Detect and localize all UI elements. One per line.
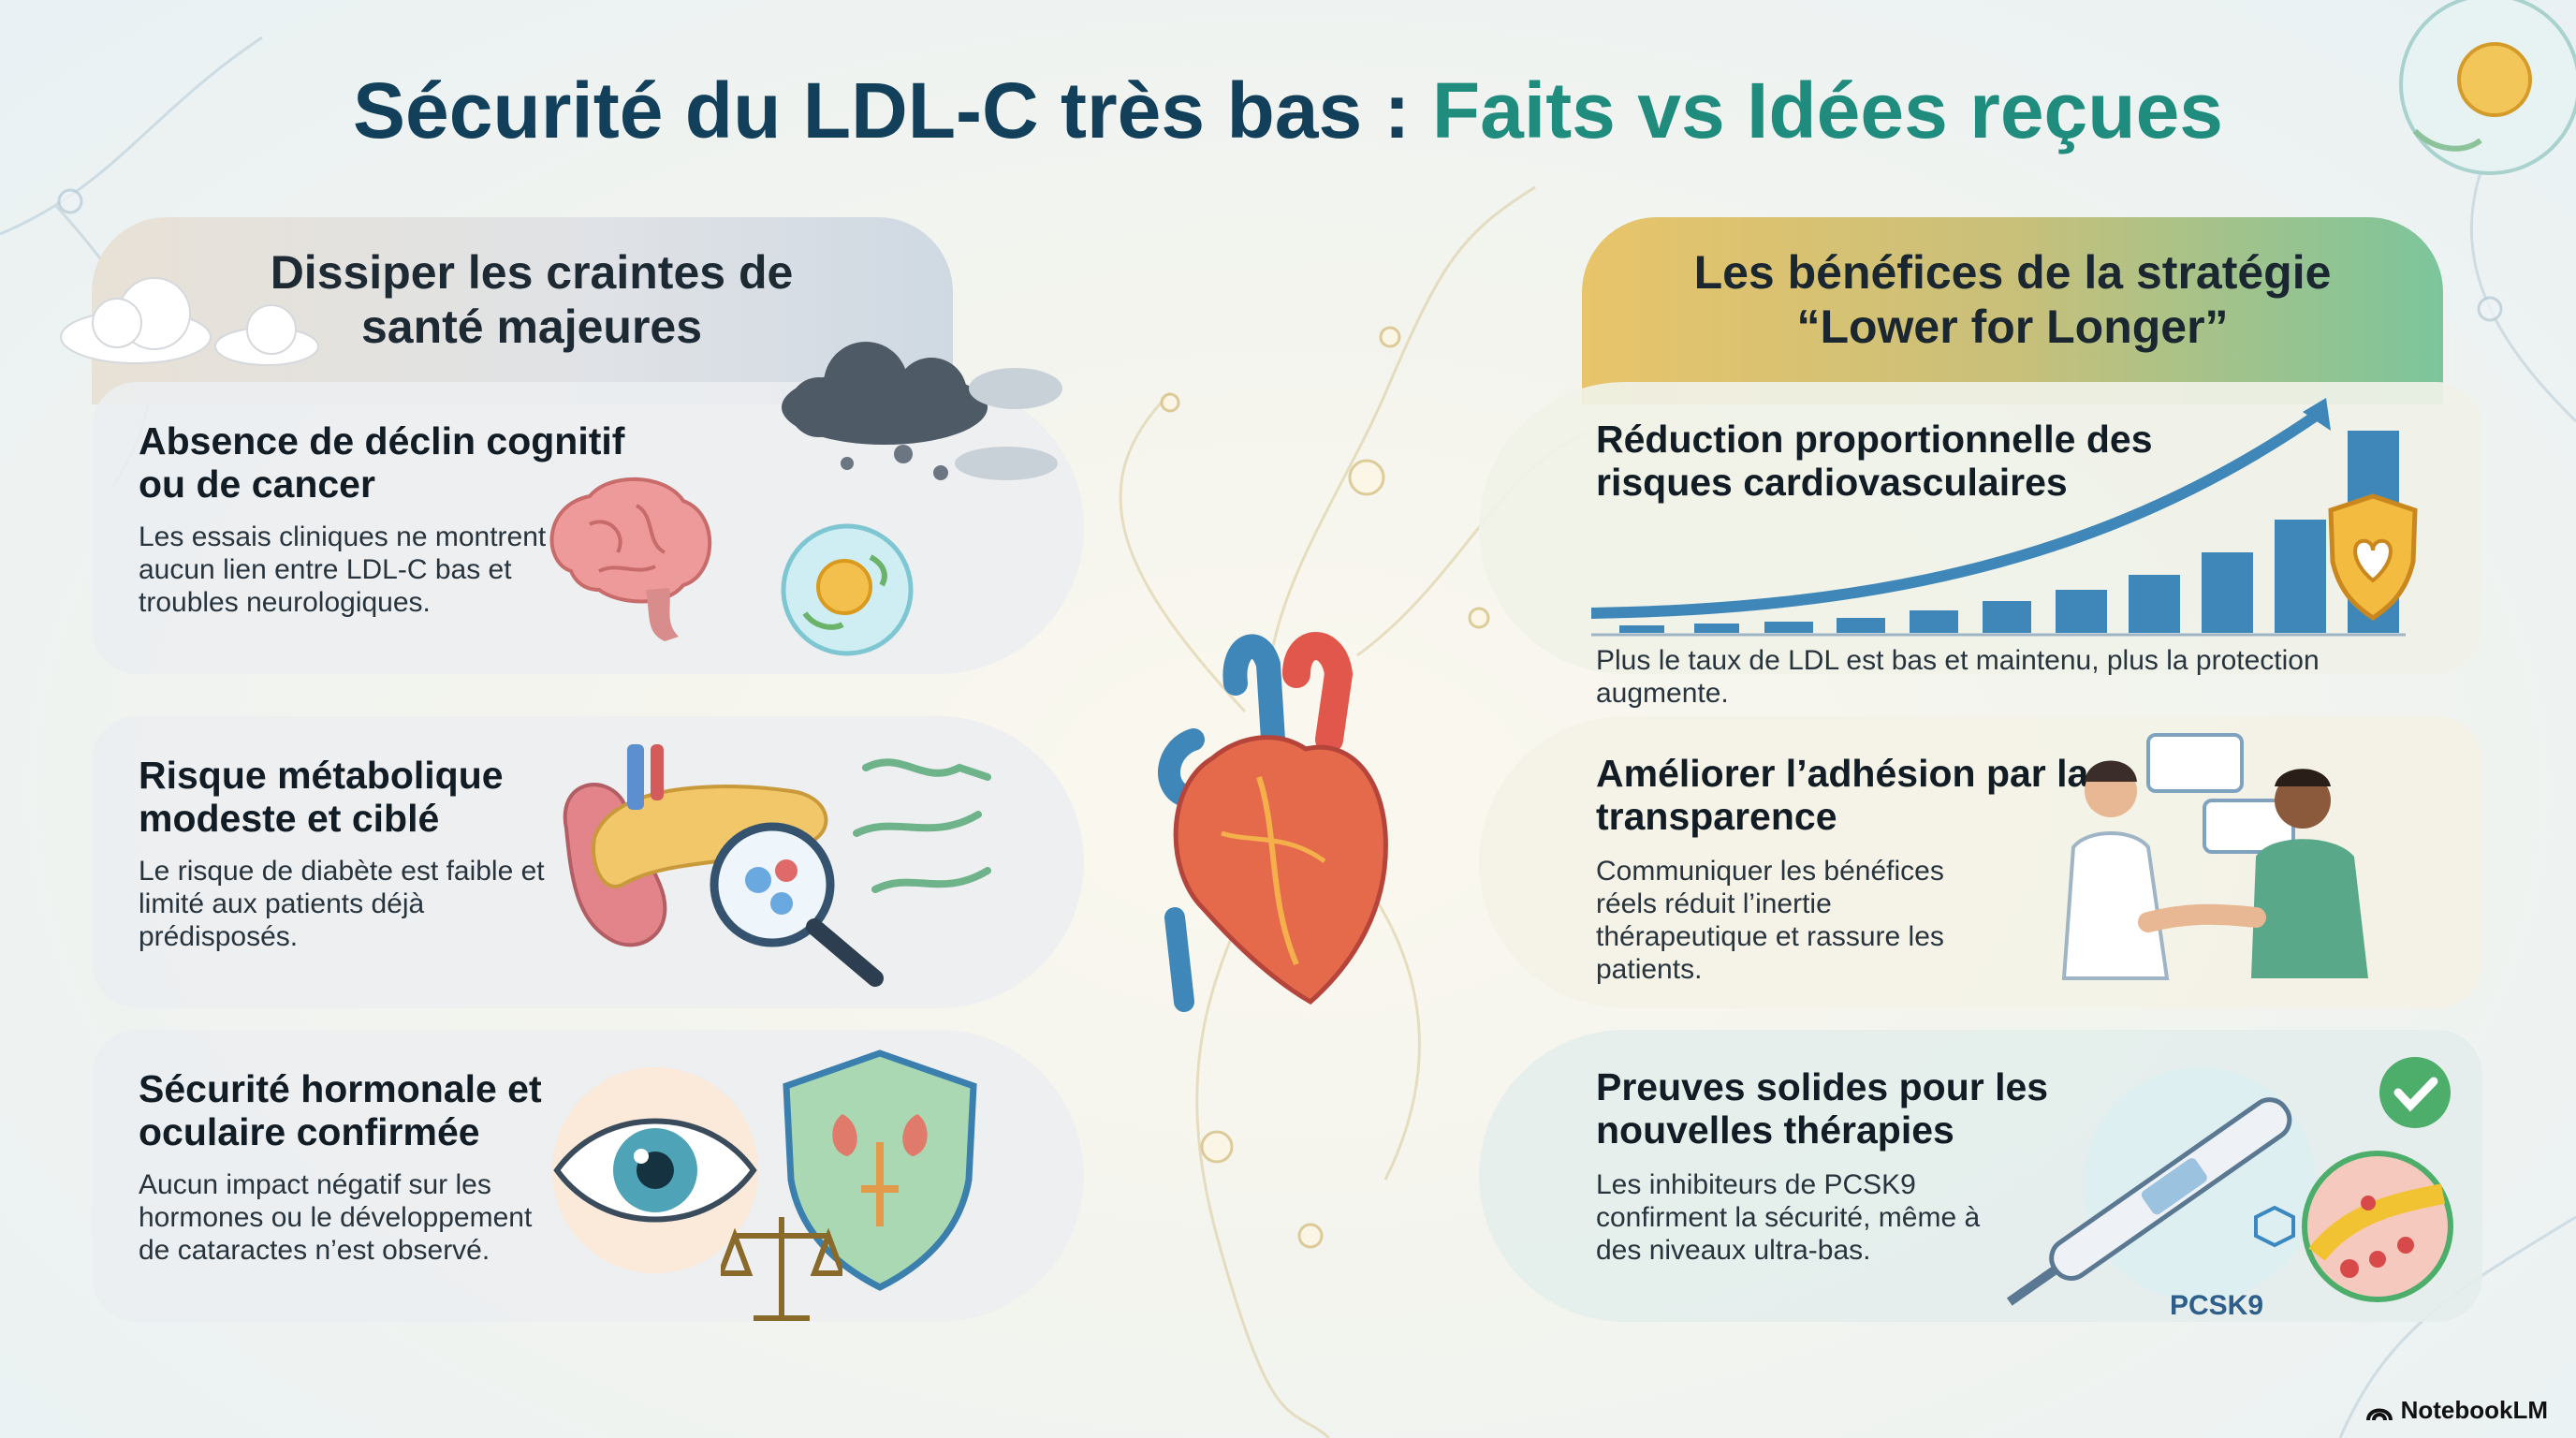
scales-icon bbox=[721, 1217, 842, 1321]
rising-bars-chart-icon bbox=[1591, 398, 2418, 637]
card-text: Plus le taux de LDL est bas et maintenu,… bbox=[1596, 645, 2320, 709]
cell-icon bbox=[781, 523, 914, 656]
magnifier-icon bbox=[710, 822, 884, 987]
doctor-patient-icon bbox=[2061, 733, 2368, 980]
brand-logo: NotebookLM bbox=[2365, 1396, 2548, 1425]
pancreas-icon bbox=[563, 744, 828, 947]
arrows-network-icon bbox=[853, 758, 991, 893]
card-text: Communiquer les bénéfices réels réduit l… bbox=[1596, 856, 1944, 985]
card-title: Risque métabolique modeste et ciblé bbox=[139, 754, 504, 840]
card-title: Sécurité hormonale et oculaire confirmée bbox=[139, 1067, 542, 1153]
storm-cloud-icon bbox=[782, 342, 1062, 480]
right-panel-header: Les bénéfices de la stratégie “Lower for… bbox=[1582, 217, 2443, 404]
notebooklm-icon bbox=[2365, 1408, 2393, 1420]
brain-icon bbox=[549, 477, 712, 641]
clouds-illustration bbox=[60, 277, 319, 366]
title-part-1: Sécurité du LDL-C très bas : bbox=[352, 66, 1432, 154]
card-text: Aucun impact négatif sur les hormones ou… bbox=[139, 1169, 533, 1266]
shield-organs-icon bbox=[783, 1049, 977, 1291]
left-panel-heading: Dissiper les craintes de santé majeures bbox=[270, 246, 794, 353]
card-title: Améliorer l’adhésion par la transparence bbox=[1596, 752, 2089, 838]
page-title: Sécurité du LDL-C très bas : Faits vs Id… bbox=[0, 66, 2576, 156]
brand-name: NotebookLM bbox=[2400, 1396, 2548, 1424]
pcsk9-label: PCSK9 bbox=[2170, 1290, 2264, 1321]
right-panel-heading: Les bénéfices de la stratégie “Lower for… bbox=[1693, 246, 2332, 353]
card-text: Les inhibiteurs de PCSK9 confirment la s… bbox=[1596, 1169, 1981, 1266]
title-part-2: Faits vs Idées reçues bbox=[1431, 66, 2224, 154]
card-text: Les essais cliniques ne montrent aucun l… bbox=[139, 521, 547, 618]
card-title: Réduction proportionnelle des risques ca… bbox=[1596, 418, 2153, 504]
card-title: Absence de déclin cognitif ou de cancer bbox=[139, 419, 625, 506]
eye-icon bbox=[552, 1067, 758, 1273]
card-text: Le risque de diabète est faible et limit… bbox=[139, 856, 545, 952]
cell-decoration-icon bbox=[2399, 0, 2576, 175]
left-panel-header: Dissiper les craintes de santé majeures bbox=[92, 217, 953, 404]
card-title: Preuves solides pour les nouvelles théra… bbox=[1596, 1065, 2049, 1152]
heart-icon bbox=[1158, 632, 1388, 1012]
injection-pen-icon bbox=[2006, 1057, 2453, 1306]
